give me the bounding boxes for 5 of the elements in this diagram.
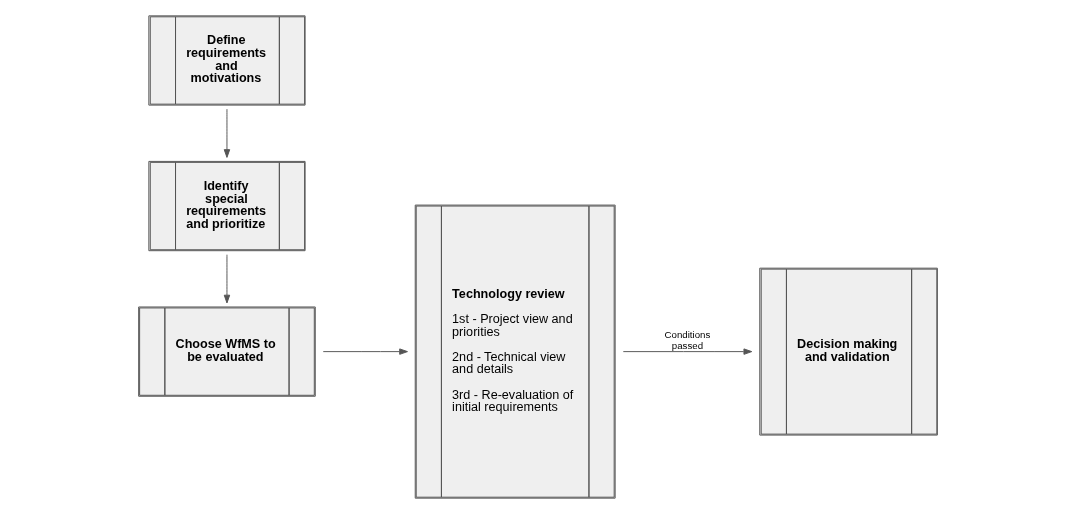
arrow bbox=[223, 108, 231, 158]
arrow bbox=[322, 348, 408, 355]
arrow bbox=[622, 348, 753, 355]
arrow bbox=[223, 254, 231, 304]
edge-label: Conditions passed bbox=[664, 329, 711, 351]
